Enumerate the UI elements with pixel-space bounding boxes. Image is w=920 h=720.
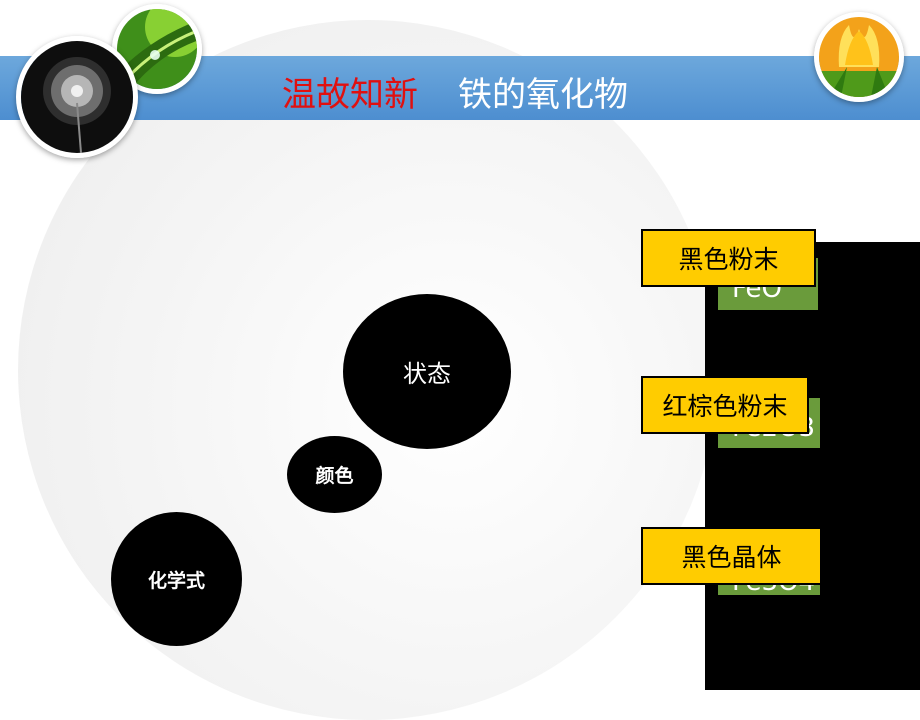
color-bubble-label: 颜色 bbox=[315, 465, 354, 487]
dandelion-photo bbox=[16, 36, 138, 158]
label-red-brown-powder-text: 红棕色粉末 bbox=[662, 392, 788, 421]
formula-bubble: 化学式 bbox=[111, 512, 242, 646]
color-bubble: 颜色 bbox=[287, 436, 382, 513]
label-black-crystal: 黑色晶体 bbox=[641, 527, 822, 585]
leaf-image bbox=[117, 9, 197, 89]
dandelion-image bbox=[21, 41, 133, 153]
label-red-brown-powder: 红棕色粉末 bbox=[641, 376, 809, 434]
title-main: 铁的氧化物 bbox=[458, 75, 628, 115]
state-bubble-label: 状态 bbox=[403, 360, 451, 388]
label-black-crystal-text: 黑色晶体 bbox=[681, 543, 782, 572]
tulip-image bbox=[819, 17, 899, 97]
leaf-photo bbox=[112, 4, 202, 94]
state-bubble: 状态 bbox=[343, 294, 511, 449]
title-highlight: 温故知新 bbox=[282, 75, 418, 115]
tulip-photo bbox=[814, 12, 904, 102]
formula-bubble-label: 化学式 bbox=[147, 569, 205, 592]
slide-title: 温故知新铁的氧化物 bbox=[282, 70, 628, 120]
label-black-powder-text: 黑色粉末 bbox=[678, 245, 779, 274]
label-black-powder: 黑色粉末 bbox=[641, 229, 816, 287]
black-panel bbox=[705, 242, 920, 690]
